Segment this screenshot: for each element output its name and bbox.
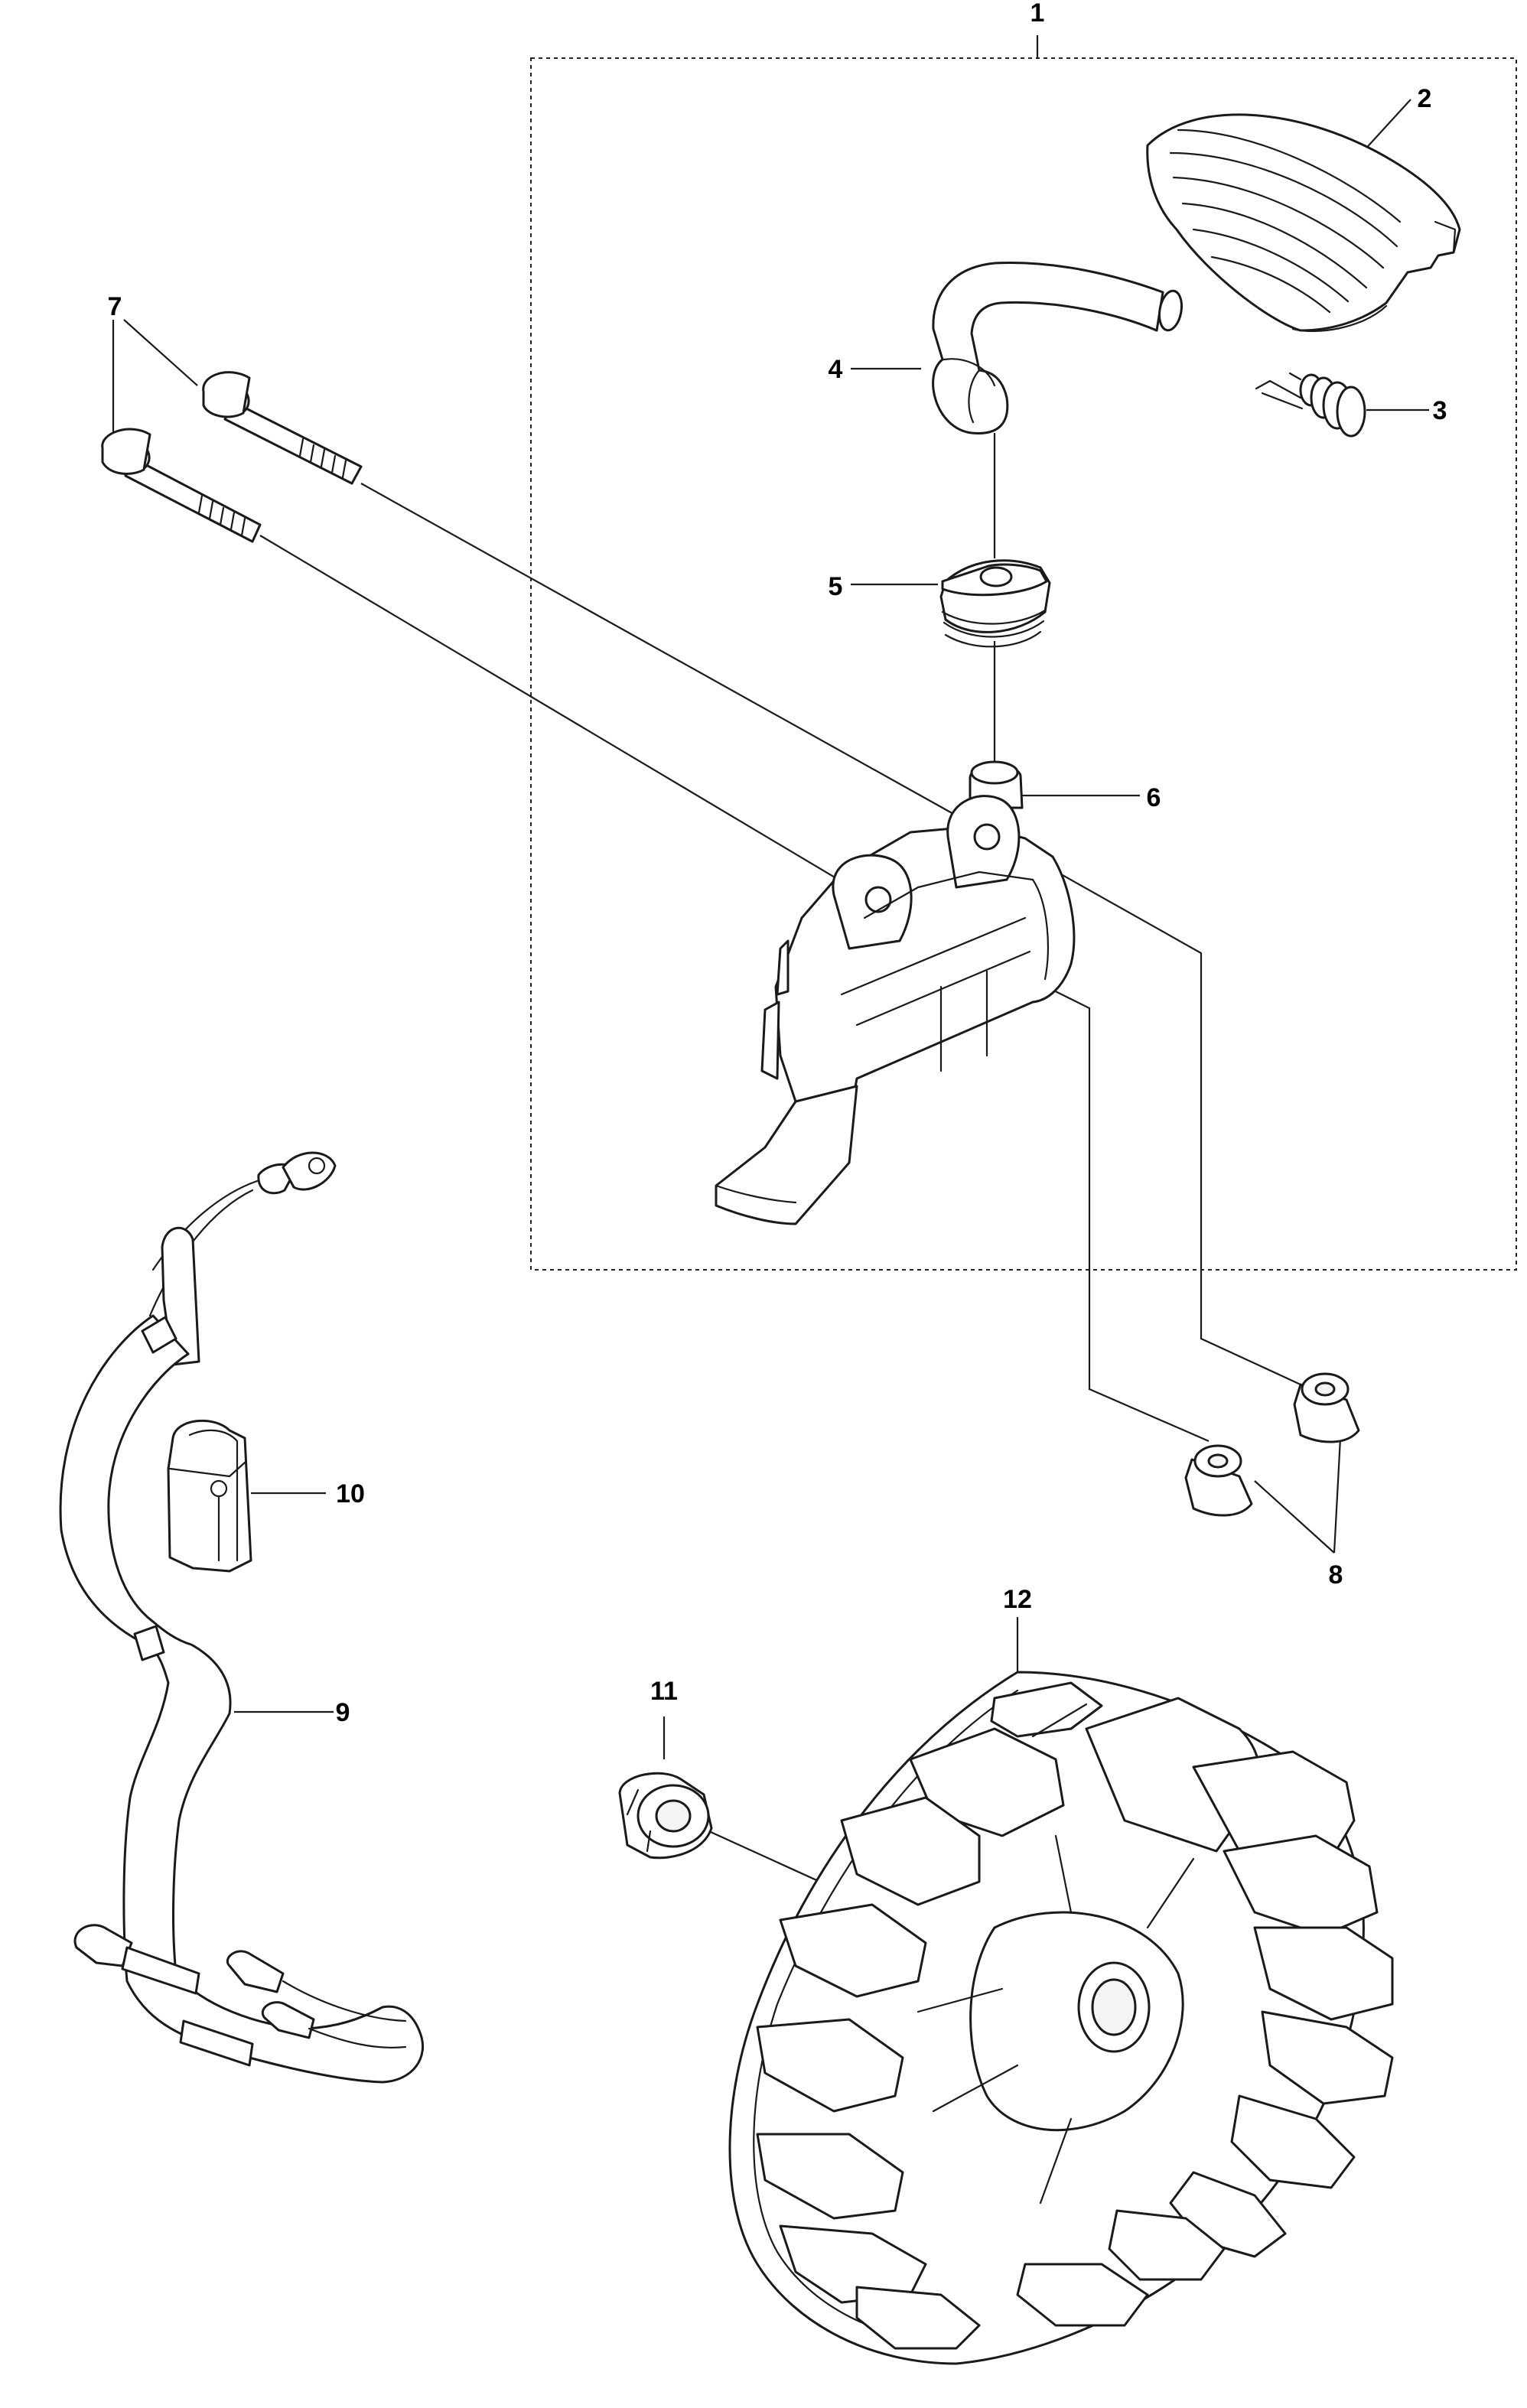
part-10-clip bbox=[167, 1419, 252, 1573]
callout-4: 4 bbox=[829, 355, 843, 384]
part-2-cover bbox=[1146, 113, 1461, 333]
callout-8: 8 bbox=[1329, 1560, 1343, 1590]
part-5-grommet bbox=[939, 559, 1051, 648]
part-3-spring bbox=[1255, 372, 1366, 438]
leader-lines bbox=[112, 35, 1429, 1923]
callout-2: 2 bbox=[1418, 84, 1432, 113]
callout-1: 1 bbox=[1030, 0, 1045, 28]
part-9-wire-harness bbox=[59, 1151, 425, 2084]
part-8-spacers bbox=[1184, 1372, 1360, 1517]
callout-5: 5 bbox=[829, 572, 843, 601]
callout-11: 11 bbox=[650, 1677, 678, 1706]
callout-6: 6 bbox=[1147, 783, 1161, 812]
assembly-1-boundary bbox=[530, 57, 1517, 1271]
callout-7: 7 bbox=[108, 292, 122, 321]
part-6-ignition-coil bbox=[715, 760, 1076, 1225]
part-4-hose bbox=[932, 262, 1184, 434]
callout-labels: 1 2 3 4 5 6 7 8 9 10 11 12 bbox=[108, 0, 1447, 1727]
callout-3: 3 bbox=[1433, 396, 1447, 425]
part-12-flywheel bbox=[728, 1671, 1394, 2365]
part-7-bolts bbox=[101, 371, 363, 543]
part-11-flange-nut bbox=[618, 1772, 713, 1860]
callout-10: 10 bbox=[336, 1479, 365, 1508]
callout-12: 12 bbox=[1003, 1585, 1032, 1614]
callout-9: 9 bbox=[336, 1698, 350, 1727]
